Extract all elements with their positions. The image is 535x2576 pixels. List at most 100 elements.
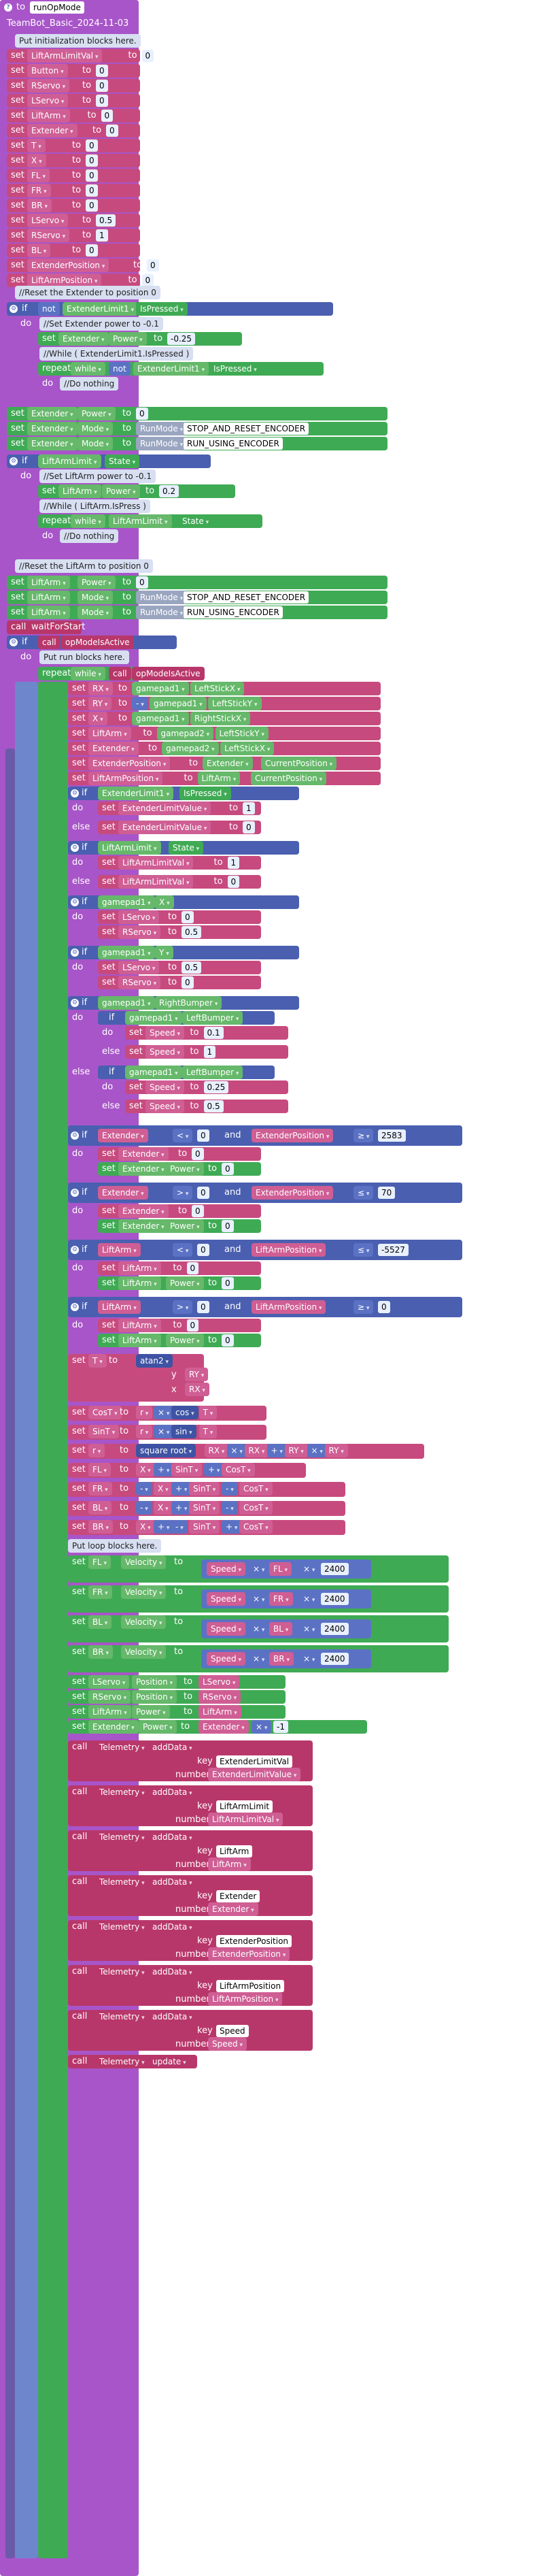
math-term[interactable]: × <box>226 1444 247 1457</box>
variable-extender[interactable]: Extender <box>88 742 139 755</box>
variable-speed[interactable]: Speed <box>145 1026 185 1040</box>
source-gamepad1[interactable]: gamepad1 <box>150 697 207 710</box>
compare-value[interactable]: 0 <box>197 1187 209 1199</box>
math-term[interactable]: T <box>199 1425 218 1438</box>
variable-extenderlimitvalue[interactable]: ExtenderLimitValue <box>208 1768 301 1781</box>
value-field[interactable]: 0.25 <box>203 1081 229 1093</box>
power-value[interactable]: 0 <box>222 1220 234 1232</box>
multiply-op[interactable]: × <box>252 1720 272 1734</box>
compare-value[interactable]: -5527 <box>378 1244 409 1256</box>
variable-ry[interactable]: RY <box>88 697 112 710</box>
math-term[interactable]: SinT <box>171 1463 203 1476</box>
variable-x[interactable]: X <box>88 712 107 725</box>
compare-value[interactable]: 2583 <box>378 1129 406 1142</box>
math-term[interactable]: r <box>136 1406 153 1419</box>
multiply-op[interactable]: × <box>249 1592 269 1606</box>
math-term[interactable]: - <box>222 1501 238 1515</box>
variable-speed[interactable]: Speed <box>145 1045 185 1059</box>
button-right-bumper[interactable]: RightBumper <box>155 996 222 1010</box>
math-term[interactable]: cos <box>171 1406 199 1419</box>
help-icon[interactable]: ? <box>4 3 12 12</box>
motor-bl[interactable]: BL <box>88 1615 112 1629</box>
property-ispressed[interactable]: IsPressed <box>136 302 188 316</box>
variable-speed[interactable]: Speed <box>207 1592 246 1606</box>
variable-t[interactable]: T <box>88 1354 107 1368</box>
variable-bl[interactable]: BL <box>27 244 51 257</box>
source-gamepad1[interactable]: gamepad1 <box>132 712 189 725</box>
velocity-value[interactable]: 2400 <box>321 1593 349 1605</box>
variable-extender[interactable]: Extender <box>118 1147 169 1161</box>
value-field[interactable]: 0 <box>147 259 159 271</box>
property-mode[interactable]: Mode <box>77 606 114 619</box>
reset-extender-comment[interactable]: //Reset the Extender to position 0 <box>15 286 160 299</box>
value-field[interactable]: 0 <box>101 110 114 122</box>
property-power[interactable]: Power <box>77 576 116 589</box>
variable-fr[interactable]: FR <box>88 1482 112 1496</box>
property-mode[interactable]: Mode <box>77 591 114 604</box>
value-field[interactable]: 0.5 <box>182 926 202 938</box>
variable-extender[interactable]: Extender <box>98 1186 148 1200</box>
value-field[interactable]: 0 <box>86 154 98 167</box>
while-dropdown[interactable]: while <box>71 514 105 528</box>
variable-extenderposition[interactable]: ExtenderPosition <box>88 757 171 770</box>
gear-icon[interactable]: ⚙ <box>10 638 18 646</box>
device-liftarm-limit[interactable]: LiftArmLimit <box>38 455 101 468</box>
gamepad1[interactable]: gamepad1 <box>98 996 155 1010</box>
variable-liftarmlimitval[interactable]: LiftArmLimitVal <box>208 1813 283 1826</box>
property-ispressed[interactable]: IsPressed <box>179 787 231 800</box>
property-position[interactable]: Position <box>132 1690 177 1704</box>
multiplier-value[interactable]: -1 <box>273 1721 288 1733</box>
value-field[interactable]: 0 <box>106 125 118 137</box>
motor-extender[interactable]: Extender <box>27 422 77 435</box>
variable-liftarm[interactable]: LiftArm <box>118 1319 161 1332</box>
variable-lservo[interactable]: LServo <box>118 961 160 974</box>
variable-extender[interactable]: Extender <box>199 1720 249 1734</box>
gear-icon[interactable]: ⚙ <box>71 844 79 852</box>
gear-icon[interactable]: ⚙ <box>10 457 18 465</box>
compare-value[interactable]: 0 <box>197 1129 209 1142</box>
value-field[interactable]: 0 <box>186 1262 199 1274</box>
value-field[interactable]: 0 <box>86 199 98 212</box>
runmode-block[interactable]: RunMode <box>136 591 188 604</box>
variable-speed[interactable]: Speed <box>207 1652 246 1666</box>
button-y[interactable]: Y <box>155 946 173 959</box>
motor-extender[interactable]: Extender <box>58 332 109 346</box>
value-field[interactable]: 0 <box>227 876 240 888</box>
variable-liftarm[interactable]: LiftArm <box>208 1857 251 1871</box>
variable-extenderlimitvalue[interactable]: ExtenderLimitValue <box>118 821 211 834</box>
compare-value[interactable]: 0 <box>197 1244 209 1256</box>
math-term[interactable]: + <box>171 1501 192 1515</box>
property-currentposition[interactable]: CurrentPosition <box>261 757 337 770</box>
device-extender-limit[interactable]: ExtenderLimit1 <box>63 302 139 316</box>
variable-extender[interactable]: Extender <box>208 1902 258 1916</box>
variable-liftarmposition[interactable]: LiftArmPosition <box>27 274 102 287</box>
gear-icon[interactable]: ⚙ <box>71 999 79 1007</box>
compare-value[interactable]: 0 <box>197 1301 209 1313</box>
device-lservo[interactable]: LServo <box>88 1675 130 1689</box>
atan2-block[interactable]: atan2 <box>136 1354 173 1368</box>
value-field[interactable]: 1 <box>96 229 108 242</box>
telemetry-key[interactable]: Speed <box>216 2025 249 2037</box>
run-comment[interactable]: Put run blocks here. <box>39 650 129 664</box>
math-term[interactable]: SinT <box>189 1482 220 1496</box>
source-gamepad2[interactable]: gamepad2 <box>162 742 219 755</box>
runmode-value[interactable]: STOP_AND_RESET_ENCODER <box>184 423 309 435</box>
property-velocity[interactable]: Velocity <box>121 1645 167 1659</box>
while-dropdown[interactable]: while <box>71 667 105 680</box>
gear-icon[interactable]: ⚙ <box>10 305 18 313</box>
property-leftstickx[interactable]: LeftStickX <box>220 742 275 755</box>
math-term[interactable]: CosT <box>239 1501 273 1515</box>
source-liftarm[interactable]: LiftArm <box>197 772 241 785</box>
opmode-is-active[interactable]: opModeIsActive <box>132 667 205 680</box>
add-data-method[interactable]: addData <box>148 1785 196 1799</box>
compare-value[interactable]: 70 <box>378 1187 396 1199</box>
variable-liftarmposition[interactable]: LiftArmPosition <box>88 772 163 785</box>
variable-fr[interactable]: FR <box>269 1592 293 1606</box>
power-value[interactable]: 0 <box>222 1334 234 1347</box>
variable-extenderlimitvalue[interactable]: ExtenderLimitValue <box>118 802 211 815</box>
gear-icon[interactable]: ⚙ <box>71 1132 79 1140</box>
property-position[interactable]: Position <box>132 1675 177 1689</box>
math-term[interactable]: T <box>199 1406 218 1419</box>
math-term[interactable]: SinT <box>189 1501 220 1515</box>
property-power[interactable]: Power <box>109 332 147 346</box>
